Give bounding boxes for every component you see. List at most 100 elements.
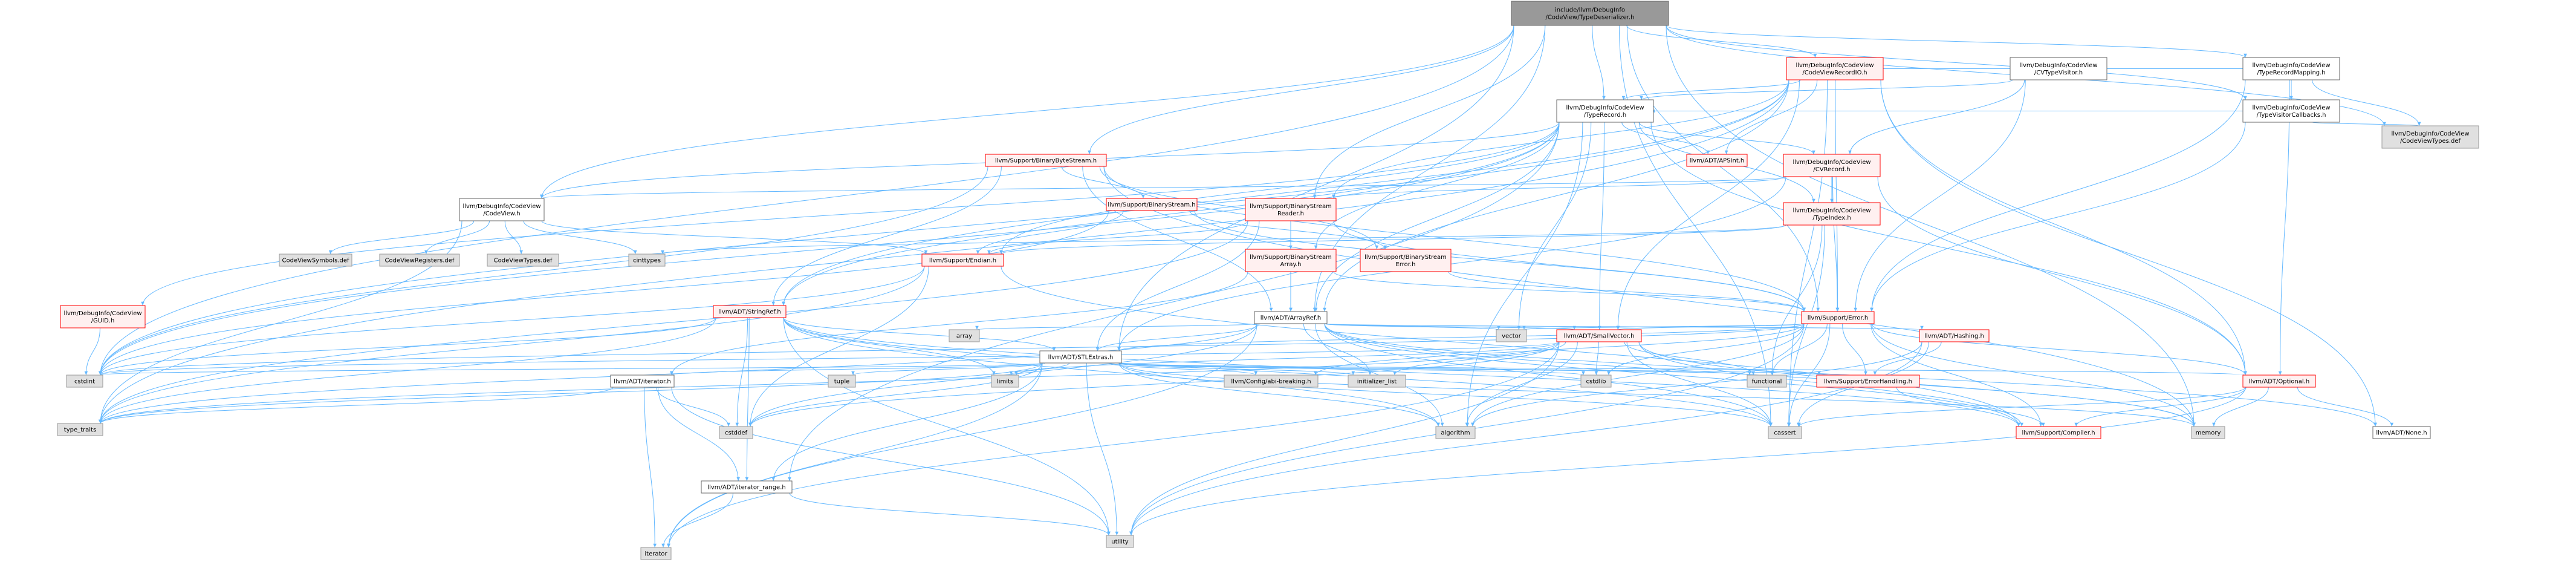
node-apsint[interactable]: llvm/ADT/APSInt.h (1686, 154, 1748, 167)
edge-cvtypevisitor-to-typerecord (1640, 79, 2013, 100)
edge-stlextras-to-utility (1086, 362, 1119, 536)
node-itrange[interactable]: llvm/ADT/iterator_range.h (701, 480, 793, 494)
node-typevisitorcb[interactable]: llvm/DebugInfo/CodeView/TypeVisitorCallb… (2242, 99, 2340, 123)
node-array[interactable]: array (949, 329, 980, 342)
node-bytestream[interactable]: llvm/Support/BinaryByteStream.h (985, 154, 1107, 167)
node-iterator[interactable]: llvm/ADT/iterator.h (610, 374, 675, 388)
node-label: Reader.h (1277, 211, 1304, 217)
edge-binstream-to-binstreamerror (1189, 210, 1387, 250)
node-stringref[interactable]: llvm/ADT/StringRef.h (713, 305, 787, 318)
edge-root-to-streamreader (1312, 25, 1546, 199)
node-cvtypevisitor[interactable]: llvm/DebugInfo/CodeView/CVTypeVisitor.h (2010, 57, 2107, 80)
node-cstddef[interactable]: cstddef (719, 426, 753, 439)
edge-cvrecordio-to-apsint (1724, 79, 1818, 155)
node-guid[interactable]: llvm/DebugInfo/CodeView/GUID.h (60, 305, 146, 328)
edge-root-to-cvview (540, 25, 1514, 199)
edge-stlextras-to-functional (1118, 362, 1751, 376)
node-label: array (956, 333, 972, 340)
edge-stlextras-to-limits (1009, 362, 1070, 376)
node-box (921, 253, 1004, 267)
edge-binstream-to-cstdint (99, 210, 1109, 376)
node-iteratorstd[interactable]: iterator (640, 547, 672, 560)
edge-bytestream-to-error (1103, 166, 1806, 312)
node-binstream[interactable]: llvm/Support/BinaryStream.h (1106, 198, 1198, 211)
edge-error-to-memory (1871, 323, 2196, 427)
node-typerecmap[interactable]: llvm/DebugInfo/CodeView/TypeRecordMappin… (2242, 57, 2340, 80)
edge-typerecord-to-algorithm (1465, 122, 1583, 427)
node-functional[interactable]: functional (1747, 374, 1787, 388)
node-cvsymdef[interactable]: CodeViewSymbols.def (279, 253, 352, 267)
node-box (1556, 99, 1654, 123)
node-error[interactable]: llvm/Support/Error.h (1801, 311, 1875, 324)
node-label: /CodeViewTypes.def (2400, 138, 2461, 145)
node-compiler[interactable]: llvm/Support/Compiler.h (2016, 426, 2101, 439)
edge-stlextras-to-algorithm (1118, 362, 1440, 427)
node-cvrecord[interactable]: llvm/DebugInfo/CodeView/CVRecord.h (1783, 154, 1881, 177)
node-utility[interactable]: utility (1106, 535, 1134, 548)
node-abibreaking[interactable]: llvm/Config/abi-breaking.h (1224, 374, 1319, 388)
node-cvtypesdef2[interactable]: CodeViewTypes.def (487, 253, 559, 267)
node-box (828, 374, 856, 388)
node-label: /CVRecord.h (1813, 166, 1850, 173)
edge-cvrecord-to-streamreader (1332, 176, 1786, 199)
node-memory[interactable]: memory (2191, 426, 2225, 439)
node-endian[interactable]: llvm/Support/Endian.h (921, 253, 1004, 267)
node-root[interactable]: include/llvm/DebugInfo/CodeView/TypeDese… (1511, 1, 1669, 26)
node-label: /GUID.h (91, 318, 115, 324)
node-cvtypesdef[interactable]: llvm/DebugInfo/CodeView/CodeViewTypes.de… (2381, 125, 2479, 149)
edge-cvrecord-to-cvview (540, 176, 1786, 199)
node-none[interactable]: llvm/ADT/None.h (2372, 426, 2431, 439)
node-cvregdef[interactable]: CodeViewRegisters.def (379, 253, 460, 267)
node-label: llvm/DebugInfo/CodeView (63, 310, 141, 317)
node-typeindex[interactable]: llvm/DebugInfo/CodeView/TypeIndex.h (1783, 202, 1881, 226)
edge-cvtypevisitor-to-cvrecord (1848, 79, 2025, 155)
node-cvview[interactable]: llvm/DebugInfo/CodeView/CodeView.h (459, 198, 545, 221)
node-box (2242, 374, 2316, 388)
node-box (2381, 125, 2479, 149)
node-arrayref[interactable]: llvm/ADT/ArrayRef.h (1254, 311, 1328, 324)
node-cstdlib[interactable]: cstdlib (1580, 374, 1612, 388)
node-label: include/llvm/DebugInfo (1555, 7, 1625, 14)
edge-bytestream-to-cstdint (99, 166, 988, 376)
node-limits[interactable]: limits (991, 374, 1019, 388)
node-cassert[interactable]: cassert (1768, 426, 1802, 439)
node-label: llvm/DebugInfo/CodeView (1792, 159, 1870, 166)
node-label: llvm/Support/BinaryStream.h (1108, 202, 1195, 209)
node-label: type_traits (64, 427, 96, 434)
node-algorithm[interactable]: algorithm (1435, 426, 1476, 439)
node-label: llvm/ADT/Hashing.h (1924, 333, 1984, 340)
node-label: llvm/ADT/iterator.h (614, 379, 670, 385)
node-label: tuple (834, 379, 850, 385)
node-label: /TypeVisitorCallbacks.h (2256, 112, 2326, 119)
node-label: llvm/Support/ErrorHandling.h (1824, 379, 1912, 385)
node-box (1039, 350, 1122, 364)
node-label: /TypeRecordMapping.h (2257, 70, 2325, 76)
node-label: CodeViewRegisters.def (385, 258, 455, 264)
node-stlextras[interactable]: llvm/ADT/STLExtras.h (1039, 350, 1122, 364)
node-tuple[interactable]: tuple (828, 374, 856, 388)
node-hashing[interactable]: llvm/ADT/Hashing.h (1919, 329, 1990, 342)
node-smallvector[interactable]: llvm/ADT/SmallVector.h (1556, 329, 1642, 342)
node-typerecord[interactable]: llvm/DebugInfo/CodeView/TypeRecord.h (1556, 99, 1654, 123)
node-cstdint[interactable]: cstdint (66, 374, 103, 388)
edge-streamreader-to-endian (987, 220, 1248, 255)
node-cinttypes[interactable]: cinttypes (628, 253, 666, 267)
node-typetraits[interactable]: type_traits (57, 423, 103, 436)
edge-root-to-cstdint (99, 25, 1514, 376)
node-optional[interactable]: llvm/ADT/Optional.h (2242, 374, 2316, 388)
node-errhandling[interactable]: llvm/Support/ErrorHandling.h (1816, 374, 1920, 388)
node-initlist[interactable]: initializer_list (1348, 374, 1406, 388)
node-box (2191, 426, 2225, 439)
node-box (1435, 426, 1476, 439)
node-box (1224, 374, 1319, 388)
edge-typerecord-to-cvrecord (1638, 122, 1815, 155)
node-vector[interactable]: vector (1496, 329, 1527, 342)
node-box (2242, 57, 2340, 80)
node-label: cinttypes (633, 258, 661, 264)
node-box (640, 547, 672, 560)
node-box (1245, 198, 1337, 221)
node-cvrecordio[interactable]: llvm/DebugInfo/CodeView/CodeViewRecordIO… (1786, 57, 1884, 80)
